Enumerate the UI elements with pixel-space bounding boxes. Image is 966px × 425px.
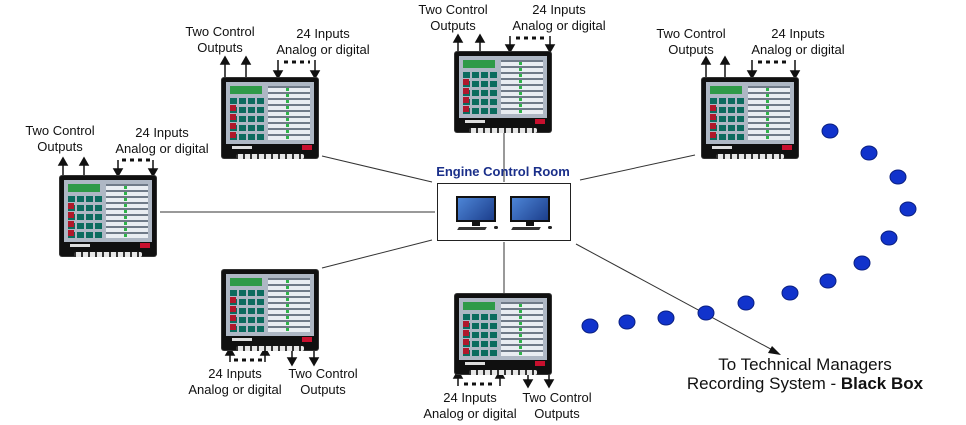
engine-control-room-box xyxy=(437,183,571,241)
control-panel-top-right xyxy=(702,78,798,159)
control-panel-bot-center xyxy=(455,294,551,375)
workstation-icon xyxy=(456,196,498,230)
io-arrows xyxy=(57,33,801,389)
black-box-line2: Recording System - Black Box xyxy=(686,374,924,393)
transmission-dots xyxy=(581,123,917,334)
black-box-label: To Technical Managers Recording System -… xyxy=(660,355,950,393)
control-panel-top-center xyxy=(455,52,551,133)
link-top-right xyxy=(579,154,696,181)
engine-control-room-title: Engine Control Room xyxy=(436,164,570,179)
control-panel-top-left xyxy=(222,78,318,159)
black-box-line1: To Technical Managers xyxy=(718,355,892,374)
link-top-left xyxy=(321,155,433,183)
link-bot-left xyxy=(321,239,433,269)
black-box-emphasis: Black Box xyxy=(840,374,924,393)
workstation-icon xyxy=(510,196,552,230)
link-black-box xyxy=(575,243,779,354)
control-panel-mid-left xyxy=(60,176,156,257)
control-panel-bot-left xyxy=(222,270,318,351)
